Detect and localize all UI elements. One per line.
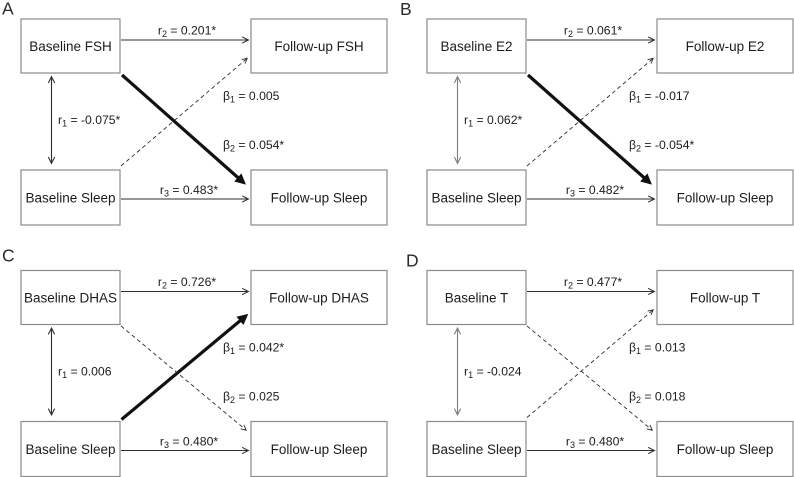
box-label-bottom-right: Follow-up Sleep — [677, 190, 774, 205]
beta1-label: β1 = 0.042* — [223, 341, 284, 357]
panel-c: C Baseline DHAS Follow-up DHAS Baseline Sle… — [2, 246, 388, 477]
r2-label: r2 = 0.726* — [158, 275, 216, 291]
panel-d: D Baseline T Follow-up T Baseline Sleep Foll… — [406, 251, 794, 477]
box-label-bottom-left: Baseline Sleep — [25, 442, 115, 457]
r2-label: r2 = 0.061* — [564, 24, 622, 40]
box-label-top-left: Baseline E2 — [440, 39, 512, 54]
panel-letter-a: A — [2, 0, 14, 19]
box-top-left — [426, 269, 527, 326]
box-bottom-left — [426, 169, 527, 226]
beta2-arrow-dashed — [120, 325, 248, 431]
beta1-label: β1 = 0.013 — [629, 341, 686, 357]
beta2-arrow-thick — [120, 73, 246, 185]
box-label-top-right: Follow-up E2 — [686, 39, 765, 54]
beta1-label: β1 = -0.017 — [629, 89, 690, 105]
box-label-bottom-left: Baseline Sleep — [25, 190, 115, 205]
beta1-label: β1 = 0.005 — [223, 89, 280, 105]
box-label-top-right: Follow-up FSH — [274, 39, 363, 54]
box-top-right — [250, 18, 388, 74]
box-label-bottom-right: Follow-up Sleep — [677, 442, 774, 457]
box-bottom-right — [656, 420, 794, 477]
box-bottom-right — [250, 169, 388, 226]
r1-label: r1 = -0.075* — [58, 113, 121, 129]
beta2-label: β2 = -0.054* — [629, 138, 694, 154]
box-label-top-left: Baseline T — [445, 290, 509, 305]
beta2-arrow-dashed — [526, 325, 654, 431]
r1-label: r1 = -0.024 — [464, 365, 522, 381]
r1-label: r1 = 0.062* — [464, 113, 522, 129]
box-label-bottom-left: Baseline Sleep — [431, 442, 521, 457]
box-label-top-right: Follow-up T — [690, 290, 760, 305]
box-bottom-left — [20, 420, 121, 477]
box-top-right — [250, 269, 388, 326]
beta1-arrow-thick — [120, 313, 249, 421]
panel-a: A Baseline FSH Follow-up FSH Baseline Sleep… — [2, 0, 388, 226]
box-bottom-right — [250, 420, 388, 477]
panel-b: B Baseline E2 Follow-up E2 Baseline Sleep Fo… — [400, 0, 794, 226]
box-top-right — [656, 18, 794, 74]
box-bottom-left — [20, 169, 121, 226]
beta2-label: β2 = 0.025 — [223, 390, 280, 406]
box-label-bottom-left: Baseline Sleep — [431, 190, 521, 205]
beta2-label: β2 = 0.018 — [629, 390, 686, 406]
panel-letter-b: B — [400, 0, 412, 19]
r2-label: r2 = 0.201* — [158, 24, 216, 40]
box-bottom-right — [656, 169, 794, 226]
box-label-top-left: Baseline FSH — [29, 39, 112, 54]
box-top-right — [656, 269, 794, 326]
r1-label: r1 = 0.006 — [58, 365, 112, 381]
beta2-arrow-thick — [526, 73, 652, 185]
box-top-left — [20, 18, 121, 74]
r2-label: r2 = 0.477* — [564, 275, 622, 291]
box-top-left — [426, 18, 527, 74]
r3-label: r3 = 0.482* — [566, 183, 624, 199]
box-bottom-left — [426, 420, 527, 477]
panel-letter-d: D — [406, 251, 419, 271]
box-label-bottom-right: Follow-up Sleep — [271, 442, 368, 457]
box-label-top-left: Baseline DHAS — [24, 290, 117, 305]
box-label-top-right: Follow-up DHAS — [269, 290, 369, 305]
box-top-left — [20, 269, 121, 326]
r3-label: r3 = 0.480* — [160, 435, 218, 451]
beta2-label: β2 = 0.054* — [223, 138, 284, 154]
panel-letter-c: C — [2, 246, 15, 266]
box-label-bottom-right: Follow-up Sleep — [271, 190, 368, 205]
r3-label: r3 = 0.480* — [566, 435, 624, 451]
r3-label: r3 = 0.483* — [160, 183, 218, 199]
